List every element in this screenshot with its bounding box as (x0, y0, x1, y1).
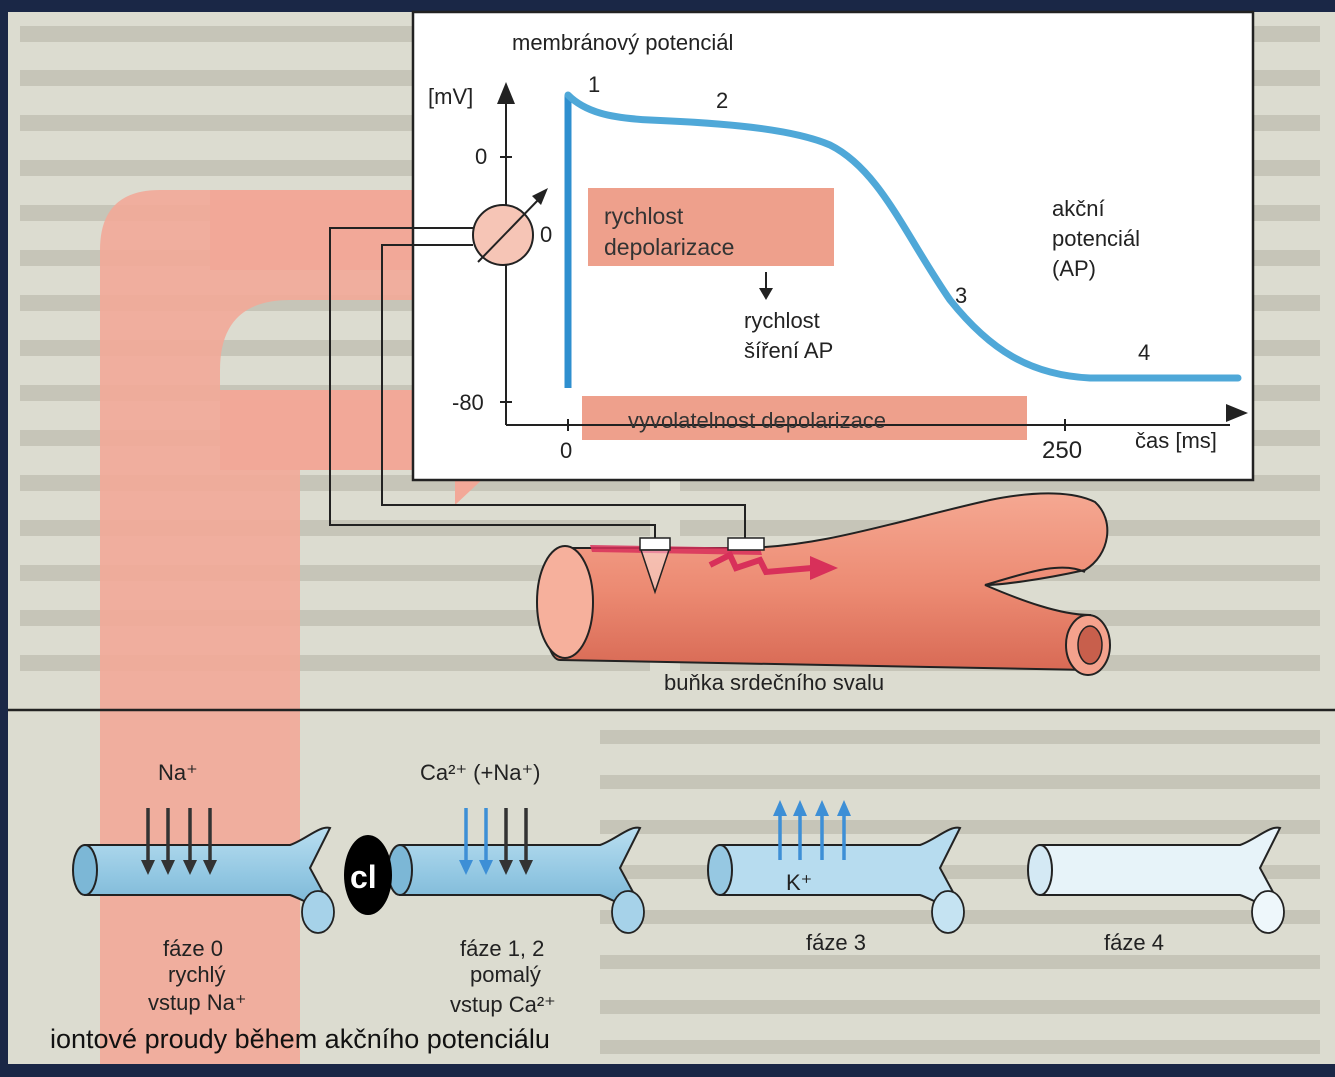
y-tick-label-neg80: -80 (452, 390, 484, 415)
rate-depolarization-line2: depolarizace (604, 234, 734, 260)
x-axis-label: čas [ms] (1135, 428, 1217, 453)
ap-label-line1: akční (1052, 196, 1105, 221)
y-unit-label: [mV] (428, 84, 473, 109)
cell-label: buňka srdečního svalu (664, 670, 884, 695)
phase-caption-1-line1: fáze 1, 2 (460, 936, 544, 961)
phase-caption-0-line1: fáze 0 (163, 936, 223, 961)
recording-electrode (640, 538, 670, 550)
ion-top-label-1: Ca²⁺ (+Na⁺) (420, 760, 540, 785)
phase-caption-2-line1: fáze 3 (806, 930, 866, 955)
phase-caption-0-line2: rychlý (168, 962, 225, 987)
electrode-zero-label: 0 (540, 222, 552, 247)
propagation-line2: šíření AP (744, 338, 833, 363)
phase-caption-3-line1: fáze 4 (1104, 930, 1164, 955)
reference-electrode (728, 538, 764, 550)
phase-caption-1-line2: pomalý (470, 962, 541, 987)
ap-label-line2: potenciál (1052, 226, 1140, 251)
excitability-label: vyvolatelnost depolarizace (628, 408, 886, 433)
phase-label-2: 2 (716, 88, 728, 113)
graph-title: membránový potenciál (512, 30, 733, 55)
propagation-line1: rychlost (744, 308, 820, 333)
phase-label-4: 4 (1138, 340, 1150, 365)
x-tick-label-250: 250 (1042, 437, 1082, 464)
phase-label-1: 1 (588, 72, 600, 97)
phase-label-3: 3 (955, 283, 967, 308)
ion-mid-label-2: K⁺ (786, 870, 812, 895)
rate-depolarization-line1: rychlost (604, 203, 684, 229)
phase-caption-1-line3: vstup Ca²⁺ (450, 992, 556, 1017)
phase-caption-0-line3: vstup Na⁺ (148, 990, 246, 1015)
x-tick-label-0: 0 (560, 438, 572, 463)
ion-top-label-0: Na⁺ (158, 760, 198, 785)
ion-currents-title: iontové proudy během akčního potenciálu (50, 1024, 550, 1054)
ap-label-line3: (AP) (1052, 256, 1096, 281)
cl-marker-text: cl (350, 859, 377, 895)
y-tick-label-0: 0 (475, 144, 487, 169)
